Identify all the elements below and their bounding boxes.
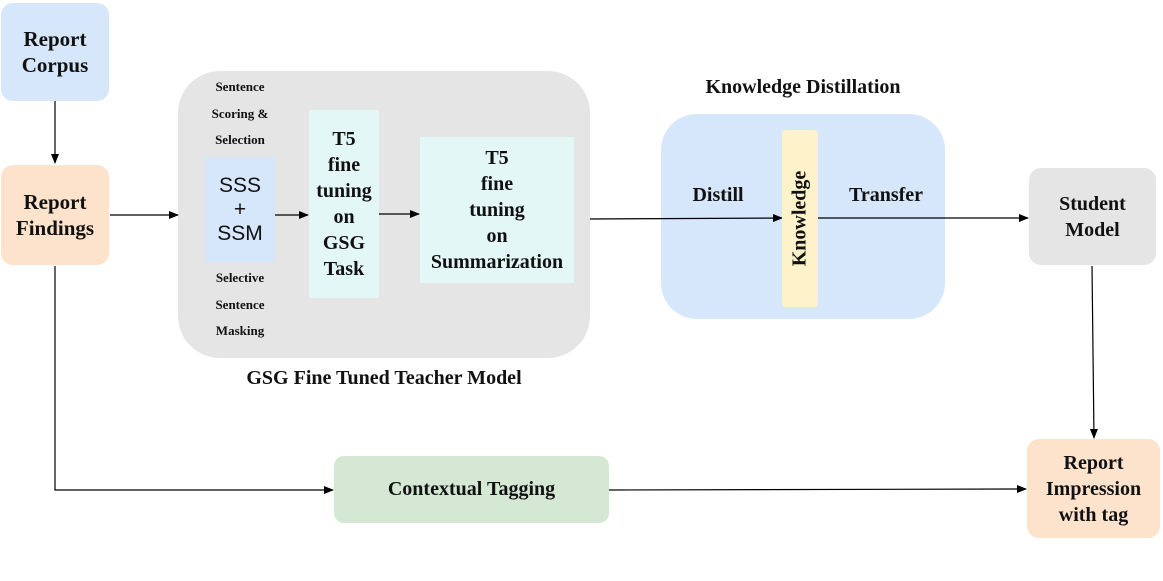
arrow-findings-to-tagging — [54, 266, 334, 494]
contextual-tagging-box: Contextual Tagging — [334, 456, 609, 523]
sss-ssm-label: SSS + SSM — [217, 173, 263, 245]
contextual-tagging-label: Contextual Tagging — [387, 478, 556, 500]
t5-summarization-box: T5 fine tuning on Summarization — [420, 137, 574, 283]
selective-masking-label: Selective Sentence Masking — [215, 270, 265, 338]
arrow-tagging-to-impression — [608, 485, 1027, 494]
report-findings-label: Report Findings — [15, 190, 95, 240]
student-model-label: Student Model — [1059, 192, 1126, 241]
sentence-scoring-label: Sentence Scoring & Selection — [211, 79, 269, 147]
report-findings-box: Report Findings — [1, 165, 109, 265]
knowledge-label: Knowledge — [788, 170, 811, 267]
arrow-teacher-to-knowledge — [589, 214, 783, 223]
report-impression-label: Report Impression with tag — [1045, 451, 1142, 526]
t5-gsg-label: T5 fine tuning on GSG Task — [316, 128, 372, 280]
distill-label: Distill — [692, 184, 744, 206]
knowledge-distillation-title: Knowledge Distillation — [705, 76, 901, 98]
report-corpus-label: Report Corpus — [21, 27, 89, 77]
t5-summarization-label: T5 fine tuning on Summarization — [430, 147, 564, 273]
arrow-student-to-impression — [1089, 265, 1098, 439]
knowledge-bar: Knowledge — [782, 130, 818, 307]
sss-ssm-box: SSS + SSM — [205, 157, 275, 262]
transfer-label: Transfer — [848, 184, 924, 206]
t5-gsg-box: T5 fine tuning on GSG Task — [309, 110, 379, 298]
teacher-model-title: GSG Fine Tuned Teacher Model — [246, 367, 522, 389]
student-model-box: Student Model — [1029, 168, 1156, 265]
report-impression-box: Report Impression with tag — [1027, 439, 1160, 538]
report-corpus-box: Report Corpus — [1, 3, 109, 101]
